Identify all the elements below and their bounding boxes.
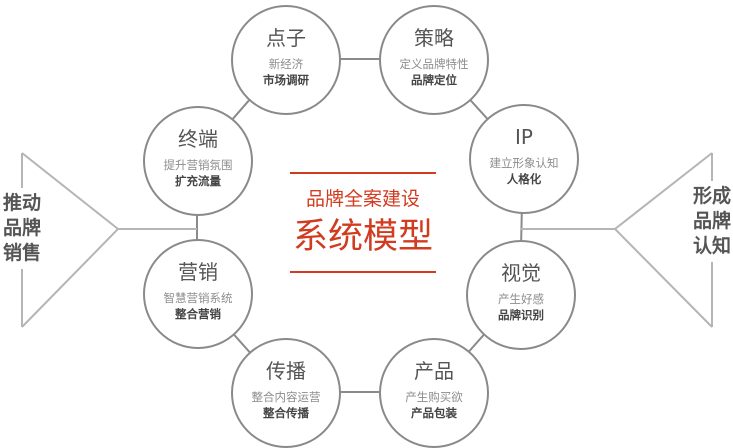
node-product: 产品 产生购买欲 产品包装	[379, 338, 489, 448]
node-communication: 传播 整合内容运营 整合传播	[231, 338, 341, 448]
node-title: 视觉	[501, 261, 541, 285]
node-keyword: 整合传播	[263, 406, 309, 420]
node-ip: IP 建立形象认知 人格化	[469, 104, 579, 214]
node-title: 产品	[414, 359, 454, 383]
right-label-line: 形成	[692, 185, 731, 207]
node-title: 营销	[178, 260, 218, 284]
node-title: 策略	[414, 26, 454, 50]
node-keyword: 产品包装	[411, 406, 457, 420]
node-keyword: 品牌识别	[498, 308, 544, 322]
node-title: IP	[515, 125, 533, 149]
node-strategy: 策略 定义品牌特性 品牌定位	[379, 5, 489, 115]
center-title-line1: 品牌全案建设	[305, 188, 420, 210]
node-keyword: 人格化	[506, 172, 542, 186]
node-subtitle: 定义品牌特性	[399, 57, 469, 71]
left-label-line: 销售	[2, 242, 41, 264]
node-terminal: 终端 提升营销氛围 扩充流量	[143, 106, 253, 216]
divider	[290, 271, 436, 273]
node-subtitle: 智慧营销系统	[163, 291, 233, 305]
node-keyword: 市场调研	[263, 73, 309, 87]
node-subtitle: 建立形象认知	[489, 156, 559, 170]
divider	[290, 172, 436, 174]
right-label: 形成 品牌 认知	[690, 181, 733, 262]
node-keyword: 品牌定位	[411, 73, 457, 87]
node-subtitle: 产生好感	[498, 292, 544, 306]
node-keyword: 扩充流量	[175, 174, 221, 188]
left-label: 推动 品牌 销售	[0, 188, 44, 269]
right-label-line: 品牌	[692, 210, 731, 232]
node-title: 传播	[266, 359, 306, 383]
node-subtitle: 产生购买欲	[405, 390, 463, 404]
left-label-line: 品牌	[2, 217, 41, 239]
center-title-line2: 系统模型	[292, 217, 433, 257]
node-title: 终端	[178, 127, 218, 151]
node-title: 点子	[266, 26, 306, 50]
right-label-line: 认知	[692, 235, 731, 257]
node-subtitle: 提升营销氛围	[163, 158, 233, 172]
node-visual: 视觉 产生好感 品牌识别	[466, 240, 576, 350]
node-idea: 点子 新经济 市场调研	[231, 5, 341, 115]
left-label-line: 推动	[2, 192, 41, 214]
node-subtitle: 整合内容运营	[251, 390, 321, 404]
node-keyword: 整合营销	[175, 307, 221, 321]
node-subtitle: 新经济	[268, 57, 304, 71]
center-title: 品牌全案建设 系统模型	[290, 172, 436, 273]
node-marketing: 营销 智慧营销系统 整合营销	[143, 239, 253, 349]
